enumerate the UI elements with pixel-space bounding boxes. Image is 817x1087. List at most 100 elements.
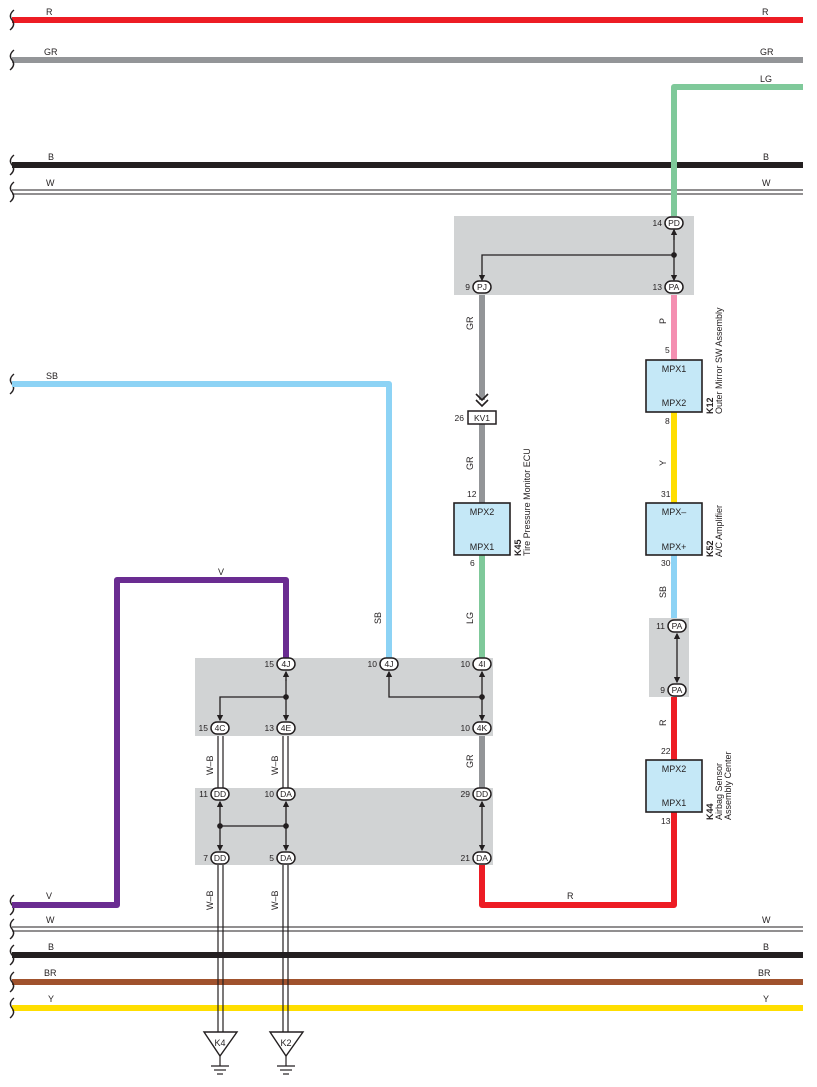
connector-pin-number: 10 xyxy=(368,659,378,669)
connector-name: 4I xyxy=(478,659,485,669)
label-b-left: B xyxy=(48,152,54,162)
label-w-right: W xyxy=(762,178,771,188)
connector-pj: PJ 9 xyxy=(465,280,492,294)
label-y: Y xyxy=(658,460,668,466)
label-p: P xyxy=(658,318,668,324)
wire-lg-top xyxy=(671,84,803,216)
label-br-left: BR xyxy=(44,968,57,978)
wire-sb-left xyxy=(12,381,392,658)
wire-wb-e4 xyxy=(282,736,289,788)
k44-code: K44 xyxy=(705,803,715,820)
connector-pin-number: 10 xyxy=(461,723,471,733)
k12-bottom-label: MPX2 xyxy=(662,398,687,408)
label-lg-top: LG xyxy=(760,74,772,84)
k44-top-label: MPX2 xyxy=(662,764,687,774)
connector-i4-10: 4I 10 xyxy=(461,657,492,671)
connector-pin-number: 13 xyxy=(265,723,275,733)
connector-name: DA xyxy=(280,789,292,799)
label-wb-da: W–B xyxy=(270,890,280,910)
grounds: K4 K2 xyxy=(202,1031,305,1075)
components: MPX2 MPX1 12 6 K45 Tire Pressure Monitor… xyxy=(453,307,733,826)
label-gr-left: GR xyxy=(44,47,58,57)
ground-k4-label: K4 xyxy=(214,1038,225,1048)
label-b2-left: B xyxy=(48,942,54,952)
wire-wb-dd xyxy=(217,865,224,1032)
wire-r-bottom xyxy=(479,812,677,908)
label-lg-k45: LG xyxy=(465,612,475,624)
connector-pin-number: 10 xyxy=(265,789,275,799)
connector-pin-number: 7 xyxy=(203,853,208,863)
label-gr-4k: GR xyxy=(465,754,475,768)
k45-pin-in: 12 xyxy=(467,489,477,499)
connector-pin-number: 11 xyxy=(199,789,208,799)
connector-name: PA xyxy=(669,282,680,292)
bus-lines xyxy=(12,17,803,1011)
connector-name: DA xyxy=(476,853,488,863)
connector-pin-number: 15 xyxy=(199,723,209,733)
wire-labels-vertical: GR GR LG SB P Y SB R W–B W–B GR W–B W–B xyxy=(205,316,668,910)
ground-k2-label: K2 xyxy=(280,1038,291,1048)
connector-name: 4C xyxy=(215,723,226,733)
k45-pin-out: 6 xyxy=(470,558,475,568)
connector-name: DD xyxy=(476,789,488,799)
label-gr-pj: GR xyxy=(465,316,475,330)
k52-code: K52 xyxy=(705,540,715,557)
connector-pin-number: 10 xyxy=(461,659,471,669)
kv1-chevron xyxy=(475,393,489,408)
component-k12: MPX1 MPX2 5 8 K12 Outer Mirror SW Assemb… xyxy=(645,307,724,426)
connector-dd-11: DD 11 xyxy=(199,787,230,801)
connector-name: 4J xyxy=(282,659,291,669)
label-y-left: Y xyxy=(48,994,54,1004)
label-b2-right: B xyxy=(763,942,769,952)
connector-pin-number: 14 xyxy=(653,218,663,228)
connector-dd-7: DD 7 xyxy=(203,851,230,865)
connector-name: DD xyxy=(214,789,226,799)
connector-name: DD xyxy=(214,853,226,863)
ground-k4: K4 xyxy=(202,1031,239,1075)
connector-name: 4E xyxy=(281,723,292,733)
connector-da-10: DA 10 xyxy=(265,787,296,801)
label-r-right: R xyxy=(762,7,769,17)
k44-bottom-label: MPX1 xyxy=(662,798,687,808)
label-wb-c4: W–B xyxy=(205,755,215,775)
k44-name-2: Assembly Center xyxy=(723,751,733,820)
label-sb-right: SB xyxy=(658,586,668,598)
connector-pin-number: 9 xyxy=(465,282,470,292)
k52-name: A/C Amplifier xyxy=(714,505,724,557)
k44-name-1: Airbag Sensor xyxy=(714,763,724,820)
label-gr-right: GR xyxy=(760,47,774,57)
label-v-left: V xyxy=(46,891,52,901)
k44-pin-in: 22 xyxy=(661,746,671,756)
connector-name: PJ xyxy=(477,282,487,292)
component-k45: MPX2 MPX1 12 6 K45 Tire Pressure Monitor… xyxy=(453,448,532,568)
connector-pin-number: 11 xyxy=(656,621,665,631)
label-wb-e4: W–B xyxy=(270,755,280,775)
signal-wires xyxy=(12,84,803,1032)
wire-v xyxy=(12,577,289,908)
label-w2-right: W xyxy=(762,915,771,925)
k12-name: Outer Mirror SW Assembly xyxy=(714,307,724,414)
connector-e4-13: 4E 13 xyxy=(265,721,296,735)
k12-pin-out: 8 xyxy=(665,416,670,426)
connector-j4-15: 4J 15 xyxy=(265,657,296,671)
connector-pin-number: 15 xyxy=(265,659,275,669)
label-sb-4j: SB xyxy=(373,612,383,624)
label-y-right: Y xyxy=(763,994,769,1004)
label-br-right: BR xyxy=(758,968,771,978)
break-marks xyxy=(9,9,15,1019)
connector-name: PA xyxy=(672,685,683,695)
internal-lines xyxy=(216,228,681,852)
k12-pin-in: 5 xyxy=(665,345,670,355)
ground-k2: K2 xyxy=(268,1031,305,1075)
k44-pin-out: 13 xyxy=(661,816,671,826)
label-v-top: V xyxy=(218,567,224,577)
connector-c4-15: 4C 15 xyxy=(199,721,230,735)
label-r-left: R xyxy=(46,7,53,17)
